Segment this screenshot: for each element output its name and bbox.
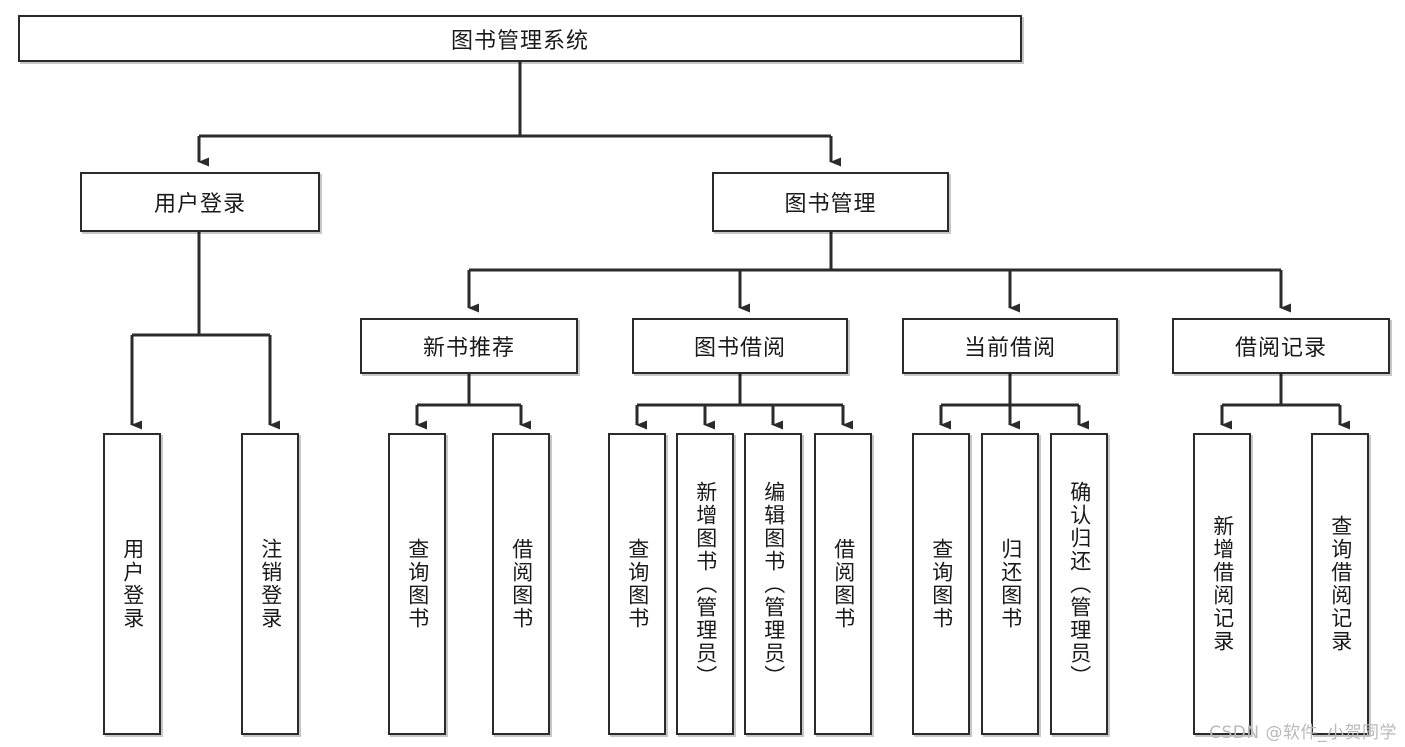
node-label: 用户登录: [120, 538, 145, 630]
node-label: 查询图书: [625, 538, 650, 630]
leaf-current-return-book[interactable]: 归还图书: [981, 433, 1039, 735]
node-label: 编辑图书（管理员）: [761, 480, 786, 688]
leaf-borrow-query-book[interactable]: 查询图书: [608, 433, 666, 735]
node-label: 图书管理: [784, 192, 877, 217]
node-label: 确认归还（管理员）: [1067, 480, 1092, 688]
node-label: 查询图书: [929, 538, 954, 630]
leaf-records-query-record[interactable]: 查询借阅记录: [1311, 433, 1369, 735]
leaf-current-query-book[interactable]: 查询图书: [912, 433, 970, 735]
node-book-borrow[interactable]: 图书借阅: [632, 318, 848, 374]
node-label: 新增图书（管理员）: [693, 480, 718, 688]
node-label: 借阅记录: [1234, 336, 1327, 361]
leaf-records-add-record[interactable]: 新增借阅记录: [1193, 433, 1251, 735]
node-book-management[interactable]: 图书管理: [712, 172, 949, 232]
node-label: 新书推荐: [422, 336, 515, 361]
node-root-system[interactable]: 图书管理系统: [18, 15, 1022, 62]
node-borrow-records[interactable]: 借阅记录: [1172, 318, 1390, 374]
leaf-borrow-edit-book-admin[interactable]: 编辑图书（管理员）: [744, 433, 802, 735]
node-label: 当前借阅: [963, 336, 1056, 361]
node-label: 注销登录: [258, 538, 283, 630]
node-label: 借阅图书: [831, 538, 856, 630]
node-user-login[interactable]: 用户登录: [80, 172, 320, 232]
leaf-user-logout[interactable]: 注销登录: [241, 433, 299, 735]
leaf-borrow-add-book-admin[interactable]: 新增图书（管理员）: [676, 433, 734, 735]
node-label: 图书借阅: [693, 336, 786, 361]
leaf-user-login[interactable]: 用户登录: [103, 433, 161, 735]
leaf-recommend-query-book[interactable]: 查询图书: [388, 433, 446, 735]
leaf-current-confirm-return-admin[interactable]: 确认归还（管理员）: [1050, 433, 1108, 735]
node-label: 查询借阅记录: [1328, 515, 1353, 653]
leaf-recommend-borrow-book[interactable]: 借阅图书: [492, 433, 550, 735]
node-label: 用户登录: [153, 192, 246, 217]
watermark: CSDN @软件_小贺同学: [1209, 723, 1397, 743]
node-label: 图书管理系统: [450, 28, 589, 54]
node-current-borrow[interactable]: 当前借阅: [902, 318, 1118, 374]
leaf-borrow-borrow-book[interactable]: 借阅图书: [814, 433, 872, 735]
node-label: 归还图书: [998, 538, 1023, 630]
node-label: 查询图书: [405, 538, 430, 630]
node-label: 借阅图书: [509, 538, 534, 630]
node-label: 新增借阅记录: [1210, 515, 1235, 653]
node-new-book-recommend[interactable]: 新书推荐: [360, 318, 578, 374]
